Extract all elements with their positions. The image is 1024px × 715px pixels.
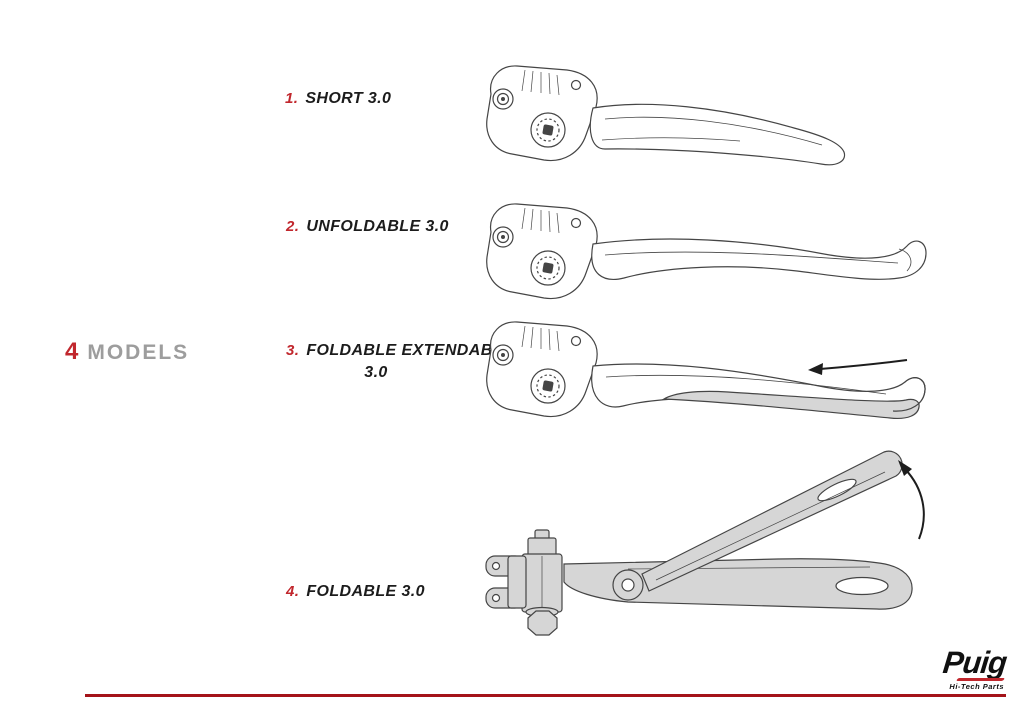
model-number: 1. [285, 90, 299, 107]
model-number: 3. [286, 342, 300, 359]
short-blade [589, 103, 846, 166]
puig-logo: Puig Hi-Tech Parts [941, 645, 1008, 691]
model-label-short: 1. SHORT 3.0 [285, 88, 391, 110]
brand-name: Puig [941, 645, 1008, 680]
model-name: SHORT 3.0 [305, 90, 392, 107]
model-number: 4. [286, 583, 300, 600]
model-number: 2. [286, 218, 300, 235]
footer-rule [85, 694, 1006, 697]
model-label-foldable-extendable: 3. FOLDABLE EXTENDABLE 3.0 [286, 340, 514, 384]
lever-pivot-assembly [486, 203, 598, 300]
models-word: MODELS [87, 341, 190, 364]
model-name-line2: 3.0 [364, 364, 388, 381]
model-name: UNFOLDABLE 3.0 [306, 218, 449, 235]
short-lever-illustration [486, 65, 846, 166]
model-name: FOLDABLE 3.0 [306, 583, 425, 600]
folded-arm [641, 450, 903, 592]
model-name: FOLDABLE EXTENDABLE [306, 342, 514, 359]
unfoldable-lever-illustration [486, 203, 927, 300]
brand-swoosh [955, 678, 1006, 681]
foldable-lever-illustration [485, 450, 925, 636]
fold-arrow-icon [898, 460, 925, 540]
models-heading: 4 MODELS [65, 338, 189, 366]
foldable-extendable-lever-illustration [486, 321, 926, 420]
brand-tagline: Hi-Tech Parts [949, 682, 1004, 691]
model-label-foldable: 4. FOLDABLE 3.0 [286, 581, 425, 603]
extendable-blade [591, 363, 926, 420]
long-blade [591, 238, 927, 280]
models-count: 4 [65, 338, 79, 365]
lever-pivot-assembly [486, 321, 598, 418]
extend-arrow-icon [808, 359, 908, 375]
lever-pivot-assembly [486, 65, 598, 162]
extendable-slider [661, 390, 920, 420]
model-label-unfoldable: 2. UNFOLDABLE 3.0 [286, 216, 449, 238]
clamp-assembly [485, 529, 563, 636]
